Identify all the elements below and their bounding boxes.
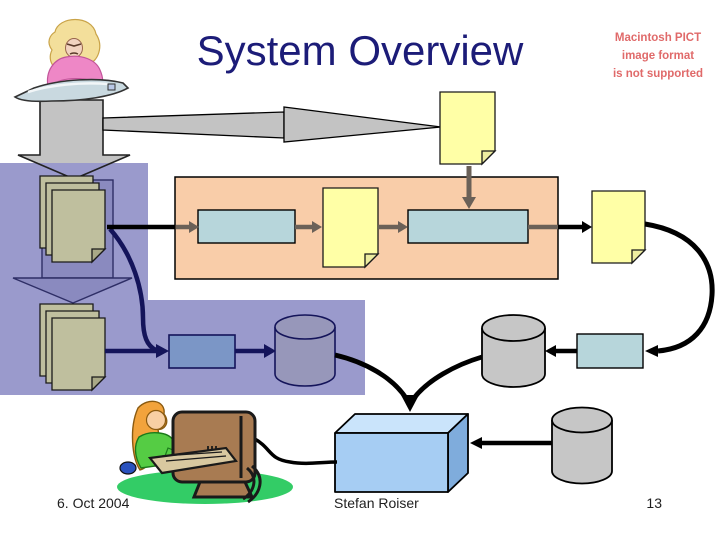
down-block-arrow-outline	[17, 99, 131, 180]
brow	[66, 43, 82, 47]
document-stack-top	[39, 175, 107, 264]
pict-notice-line: Macintosh PICT	[614, 32, 702, 44]
kid-face	[145, 409, 167, 431]
process-box-1	[197, 209, 296, 244]
yellow-note-middle	[322, 187, 380, 269]
desk-highlight	[27, 82, 109, 94]
mouse-cord	[242, 466, 256, 501]
down-block-arrow	[18, 100, 130, 179]
cup	[107, 83, 116, 91]
yellow-note-right	[591, 190, 647, 265]
result-box-right	[576, 333, 644, 369]
pict-not-supported-notice: Macintosh PICT image format is not suppo…	[598, 29, 718, 83]
pict-notice-line: is not supported	[612, 68, 704, 80]
keyboard-keys	[161, 451, 227, 462]
document-stack-bottom	[39, 303, 107, 392]
footer-author: Stefan Roiser	[334, 495, 419, 511]
mouth	[69, 52, 79, 55]
mouse-cord-2	[247, 464, 262, 504]
kid-shoe	[119, 461, 137, 475]
database-cylinder-purple	[274, 314, 336, 387]
db-to-cube-connectors	[334, 352, 552, 449]
storage-connectors	[105, 227, 276, 358]
database-cylinder-right	[481, 314, 546, 388]
page-title: System Overview	[196, 27, 524, 74]
blue-cube	[334, 413, 469, 493]
database-cylinder-bottom	[551, 406, 613, 485]
process-connectors	[176, 166, 592, 233]
flying-woman-clipart	[13, 19, 130, 103]
footer-page-number: 13	[646, 495, 662, 511]
process-box-2	[407, 209, 529, 244]
pict-notice-line: image format	[621, 50, 695, 62]
desk-board	[13, 78, 130, 103]
steel-blue-box	[168, 334, 236, 369]
result-to-db-connector	[545, 345, 577, 357]
yellow-note-top	[439, 91, 497, 166]
right-block-arrow	[102, 106, 442, 143]
monitor-cable	[252, 436, 338, 466]
footer-date: 6. Oct 2004	[57, 495, 130, 511]
note-to-result-connector	[644, 221, 715, 357]
kid-at-computer-clipart	[117, 400, 338, 504]
keyboard	[147, 446, 238, 475]
